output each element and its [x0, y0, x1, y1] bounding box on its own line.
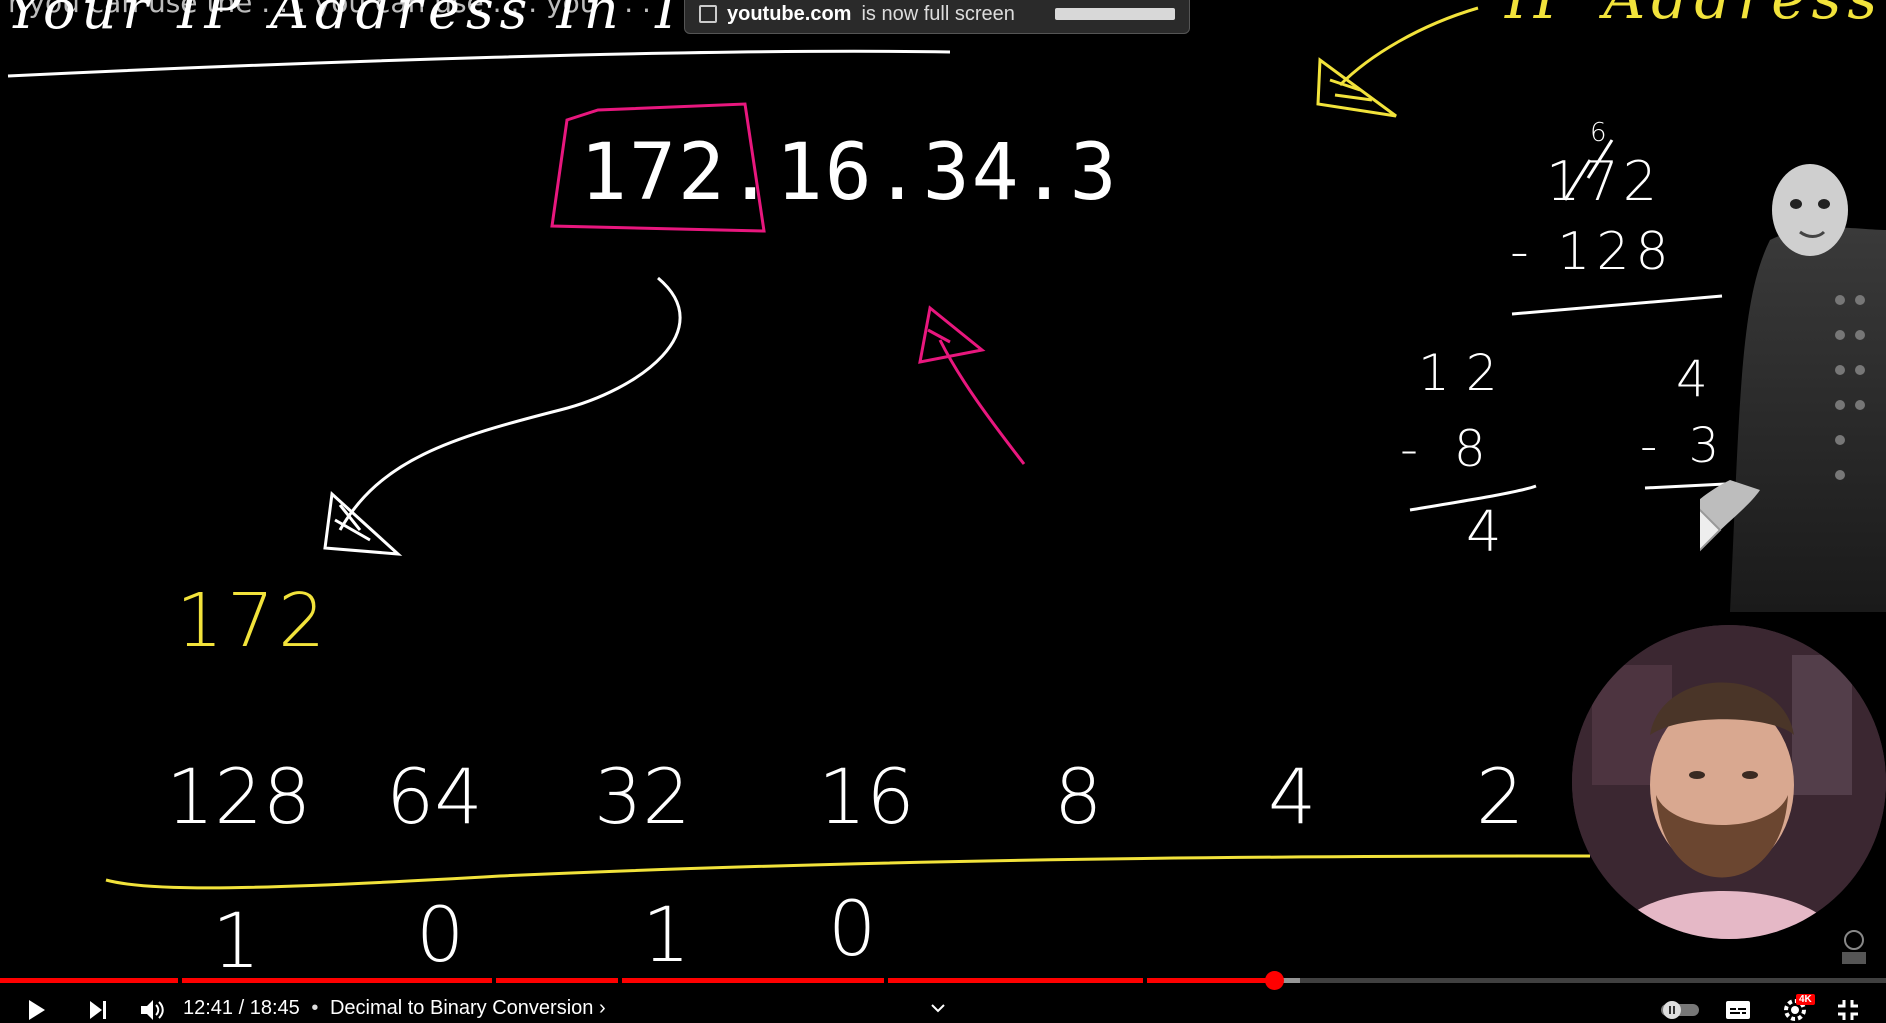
- ip-address: 172.16.34.3: [580, 128, 1119, 218]
- player-controls: 4K: [0, 992, 1886, 1023]
- chapter-marker: [884, 978, 888, 983]
- autoplay-toggle[interactable]: [1658, 996, 1702, 1023]
- whiteboard-heading-right: IP Address: [1505, 0, 1883, 32]
- channel-watermark-icon: [1842, 930, 1866, 964]
- white-curve-arrow: [338, 276, 682, 531]
- place-value-2: 2: [1476, 752, 1525, 841]
- bit-3: 1: [642, 890, 691, 979]
- chapter-marker: [178, 978, 182, 983]
- play-button[interactable]: [18, 996, 54, 1023]
- bit-2: 0: [416, 890, 465, 979]
- progress-scrubber[interactable]: [1265, 971, 1284, 990]
- volume-button[interactable]: [134, 996, 170, 1023]
- vampire-figure-image: [1700, 164, 1886, 612]
- volume-icon: [141, 1000, 164, 1020]
- pink-arrow: [938, 339, 1026, 465]
- borrow-digit: 6: [1590, 118, 1607, 148]
- subtraction-line-mid: [1409, 484, 1537, 512]
- play-icon: [29, 1000, 45, 1020]
- bit-1: 1: [212, 896, 261, 985]
- chevron-down-icon: [931, 1004, 945, 1013]
- subtitles-button[interactable]: [1720, 996, 1756, 1023]
- place-value-128: 128: [166, 752, 312, 841]
- settings-button[interactable]: 4K: [1776, 994, 1816, 1023]
- chapter-title-link[interactable]: Decimal to Binary Conversion ›: [330, 997, 606, 1019]
- fullscreen-toast: youtube.com is now full screen: [684, 0, 1190, 34]
- chapter-marker: [1143, 978, 1147, 983]
- exit-fullscreen-button[interactable]: [1830, 996, 1866, 1023]
- current-time: 12:41: [183, 997, 234, 1019]
- chapter-marker: [492, 978, 496, 983]
- whiteboard-heading: Your IP Address In The: [6, 0, 769, 41]
- chapter-dropdown-button[interactable]: [924, 998, 952, 1018]
- presenter-image: [1572, 625, 1886, 939]
- time-display: 12:41 / 18:45 • Decimal to Binary Conver…: [183, 997, 606, 1019]
- place-value-4: 4: [1268, 752, 1317, 841]
- subtraction-top-number: 172: [1546, 150, 1662, 213]
- heading-underline: [7, 49, 951, 78]
- subtraction-right-minus: - 3: [1640, 418, 1728, 474]
- top-caption-text: r you can use the . . . you can use . . …: [8, 0, 651, 19]
- pink-box: [550, 102, 766, 233]
- toast-message: is now full screen: [861, 2, 1015, 25]
- place-value-8: 8: [1054, 752, 1103, 841]
- exit-fullscreen-hint: [1055, 8, 1175, 20]
- chapter-chevron-icon: ›: [598, 997, 606, 1019]
- yellow-arrow: [1338, 6, 1479, 87]
- left-note-172: 172: [176, 578, 330, 664]
- subtraction-mid-digits: 1 2: [1418, 344, 1498, 402]
- subtitles-icon: [1726, 1001, 1750, 1019]
- next-icon: [90, 1001, 106, 1019]
- next-button[interactable]: [80, 996, 116, 1023]
- chapter-marker: [618, 978, 622, 983]
- subtraction-top-minus: - 128: [1510, 222, 1675, 282]
- subtraction-line-top: [1511, 294, 1723, 316]
- autoplay-toggle-icon: [1661, 1001, 1699, 1019]
- place-values-underline: [105, 854, 1591, 890]
- progress-played: [0, 978, 1275, 983]
- chapter-title: Decimal to Binary Conversion: [329, 997, 594, 1019]
- duration: 18:45: [249, 997, 300, 1019]
- subtraction-mid-result: 4: [1466, 500, 1502, 565]
- bit-4: 0: [828, 884, 877, 973]
- place-value-16: 16: [818, 752, 915, 841]
- toast-domain: youtube.com: [727, 2, 852, 25]
- quality-badge: 4K: [1796, 994, 1815, 1005]
- presenter-webcam: [1572, 625, 1886, 939]
- settings-icon: [1784, 999, 1806, 1021]
- place-value-32: 32: [594, 752, 691, 841]
- subtraction-mid-minus: - 8: [1400, 420, 1496, 478]
- exit-fullscreen-icon: [1838, 1000, 1858, 1020]
- place-value-64: 64: [386, 752, 483, 841]
- subtraction-right-top: 4: [1676, 350, 1708, 408]
- checkbox-icon: [699, 5, 717, 23]
